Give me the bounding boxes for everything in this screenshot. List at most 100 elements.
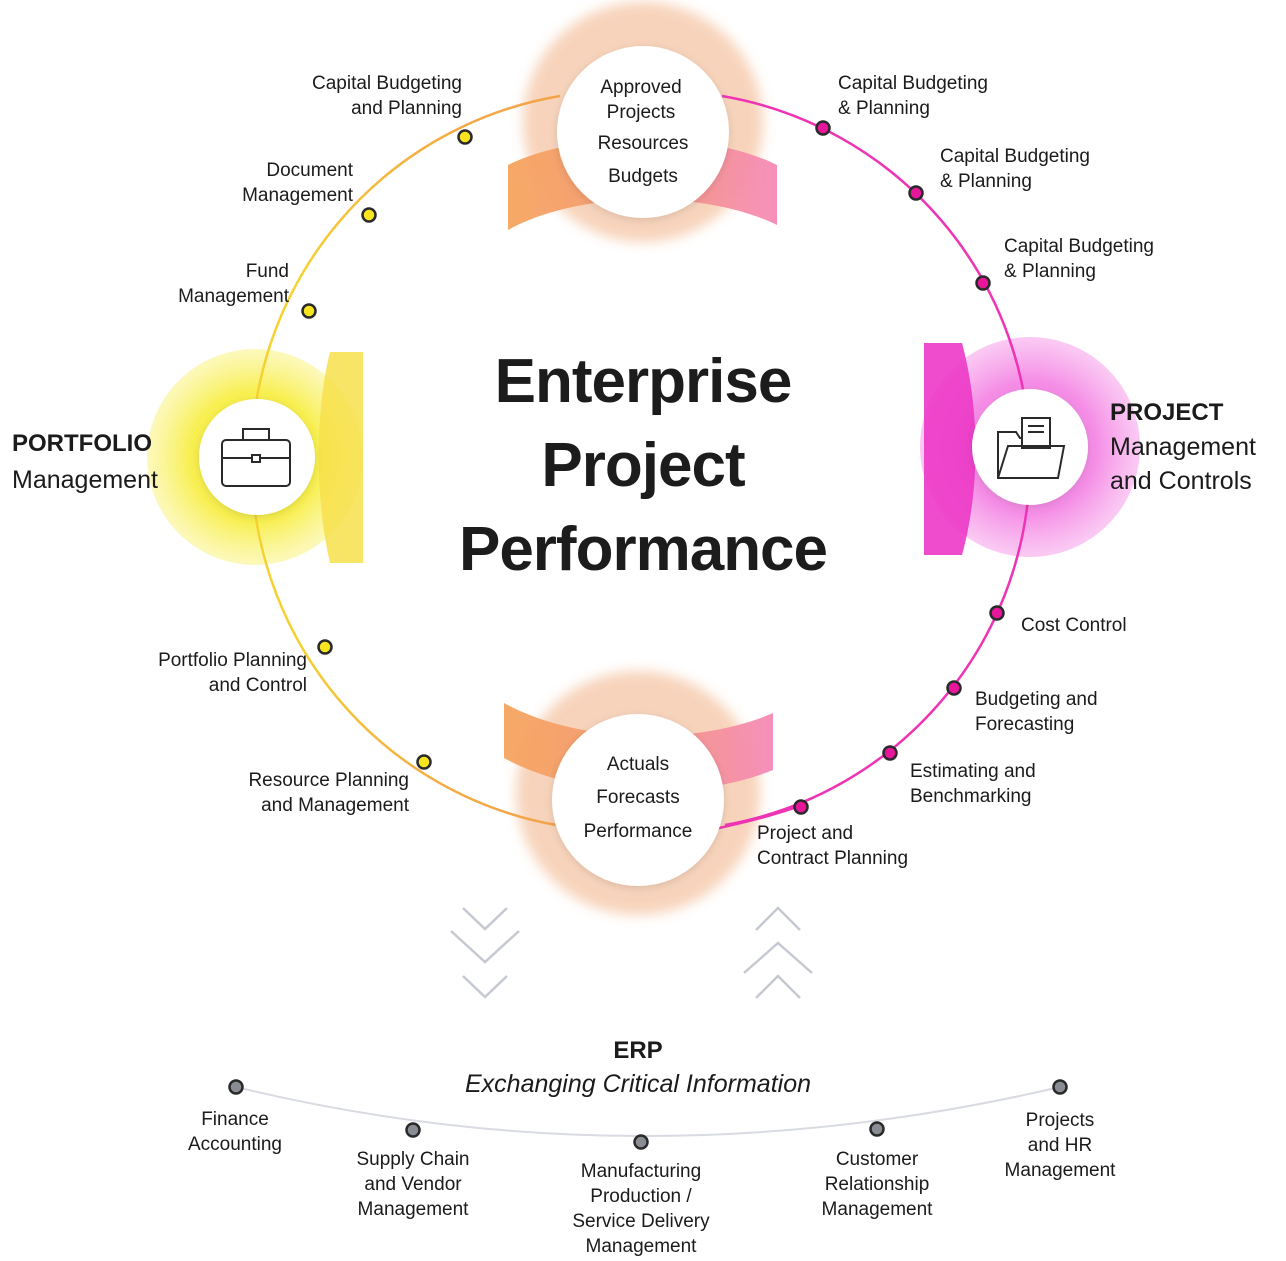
- erp-item-5-l1: Projects: [1025, 1110, 1095, 1131]
- erp-item-4-l1: Customer: [835, 1149, 919, 1170]
- erp-item-1-l1: Finance: [201, 1109, 269, 1130]
- right-dot-2: [908, 185, 924, 201]
- portfolio-sub: Management: [12, 466, 158, 494]
- erp-dot-4: [869, 1121, 885, 1137]
- bottom-node-actuals: Actuals: [606, 754, 670, 775]
- left-label-3-l1: Fund: [245, 261, 289, 282]
- erp-item-1-l2: Accounting: [187, 1134, 283, 1155]
- right-label-6: Estimating and Benchmarking: [910, 759, 1036, 809]
- bottom-node-forecasts: Forecasts: [596, 787, 680, 808]
- erp-subtitle: Exchanging Critical Information: [465, 1070, 811, 1098]
- left-label-4: Portfolio Planning and Control: [158, 648, 307, 698]
- erp-item-2: Supply Chain and Vendor Management: [356, 1147, 469, 1222]
- left-label-3-l2: Management: [178, 286, 289, 307]
- left-label-4-l2: and Control: [208, 675, 307, 696]
- right-label-5-l1: Budgeting and: [975, 689, 1098, 710]
- down-chevrons-icon: [450, 907, 520, 999]
- top-node-text: Approved Projects: [600, 75, 681, 125]
- right-dot-1: [815, 120, 831, 136]
- top-node-resources: Resources: [597, 133, 689, 154]
- right-label-3: Capital Budgeting & Planning: [1004, 234, 1154, 284]
- erp-item-2-l1: Supply Chain: [356, 1149, 470, 1170]
- left-label-3: Fund Management: [178, 259, 289, 309]
- right-label-7-l1: Project and: [757, 823, 854, 844]
- left-label-4-l1: Portfolio Planning: [158, 650, 307, 671]
- project-ribbon: [924, 343, 976, 555]
- right-label-2-l1: Capital Budgeting: [940, 146, 1090, 167]
- right-label-3-l1: Capital Budgeting: [1004, 236, 1154, 257]
- erp-item-3-l3: Service Delivery: [572, 1211, 710, 1232]
- bottom-node-performance: Performance: [583, 821, 693, 842]
- erp-item-2-l3: Management: [357, 1199, 469, 1220]
- erp-item-3-l4: Management: [585, 1236, 697, 1257]
- erp-dot-5: [1052, 1079, 1068, 1095]
- left-label-1: Capital Budgeting and Planning: [312, 71, 462, 121]
- right-label-2: Capital Budgeting & Planning: [940, 144, 1090, 194]
- right-label-1-l1: Capital Budgeting: [838, 73, 988, 94]
- left-label-5: Resource Planning and Management: [248, 768, 409, 818]
- left-dot-3: [301, 303, 317, 319]
- up-chevrons-icon: [743, 906, 813, 999]
- erp-dot-1: [228, 1079, 244, 1095]
- portfolio-bold: PORTFOLIO: [12, 430, 152, 457]
- erp-dot-2: [405, 1122, 421, 1138]
- right-label-3-l2: & Planning: [1004, 261, 1096, 282]
- right-label-1: Capital Budgeting & Planning: [838, 71, 988, 121]
- erp-item-4-l2: Relationship: [824, 1174, 930, 1195]
- left-dot-4: [317, 639, 333, 655]
- title-line-1: Enterprise: [494, 347, 793, 416]
- right-label-4-l1: Cost Control: [1021, 615, 1127, 636]
- left-dot-5: [416, 754, 432, 770]
- left-label-2: Document Management: [242, 158, 353, 208]
- portfolio-label: PORTFOLIO Management: [12, 426, 158, 498]
- right-dots: [793, 120, 1005, 815]
- erp-item-3: Manufacturing Production / Service Deliv…: [572, 1159, 709, 1259]
- erp-item-3-l2: Production /: [590, 1186, 692, 1207]
- right-label-7: Project and Contract Planning: [757, 821, 908, 871]
- erp-item-5: Projects and HR Management: [1005, 1108, 1116, 1183]
- left-dots: [301, 129, 473, 770]
- briefcase-icon: [221, 428, 291, 487]
- left-label-2-l2: Management: [242, 185, 353, 206]
- erp-item-3-l1: Manufacturing: [580, 1161, 702, 1182]
- project-label: PROJECT Management and Controls: [1110, 396, 1256, 498]
- top-node-budgets: Budgets: [608, 166, 678, 187]
- right-dot-6: [882, 745, 898, 761]
- left-label-5-l1: Resource Planning: [248, 770, 409, 791]
- portfolio-ribbon: [318, 352, 363, 563]
- top-node-circle: [557, 46, 729, 218]
- erp-item-1: Finance Accounting: [188, 1107, 282, 1157]
- erp-item-4-l3: Management: [821, 1199, 933, 1220]
- erp-item-5-l3: Management: [1004, 1160, 1116, 1181]
- project-line2: and Controls: [1110, 467, 1252, 495]
- left-dot-2: [361, 207, 377, 223]
- right-dot-4: [989, 605, 1005, 621]
- project-bold: PROJECT: [1110, 399, 1224, 426]
- right-dot-7: [793, 799, 809, 815]
- top-node-line1: Approved: [600, 77, 682, 98]
- left-label-1-l1: Capital Budgeting: [312, 73, 462, 94]
- right-label-6-l2: Benchmarking: [910, 786, 1032, 807]
- top-node-line2: Projects: [606, 102, 676, 123]
- right-label-1-l2: & Planning: [838, 98, 930, 119]
- right-label-7-l2: Contract Planning: [757, 848, 909, 869]
- left-label-2-l1: Document: [266, 160, 353, 181]
- erp-item-4: Customer Relationship Management: [822, 1147, 933, 1222]
- left-label-5-l2: and Management: [261, 795, 409, 816]
- erp-item-2-l2: and Vendor: [364, 1174, 462, 1195]
- erp-item-5-l2: and HR: [1027, 1135, 1093, 1156]
- right-label-5-l2: Forecasting: [975, 714, 1075, 735]
- right-label-4: Cost Control: [1021, 613, 1127, 638]
- erp-title: ERP: [613, 1037, 663, 1064]
- erp-dots: [228, 1079, 1068, 1150]
- bottom-node-circle: [552, 714, 724, 886]
- right-label-5: Budgeting and Forecasting: [975, 687, 1098, 737]
- right-dot-5: [946, 680, 962, 696]
- left-label-1-l2: and Planning: [351, 98, 462, 119]
- title-line-3: Performance: [458, 515, 828, 584]
- folder-icon: [997, 417, 1066, 479]
- project-line1: Management: [1110, 433, 1256, 461]
- right-label-6-l1: Estimating and: [910, 761, 1036, 782]
- right-label-2-l2: & Planning: [940, 171, 1032, 192]
